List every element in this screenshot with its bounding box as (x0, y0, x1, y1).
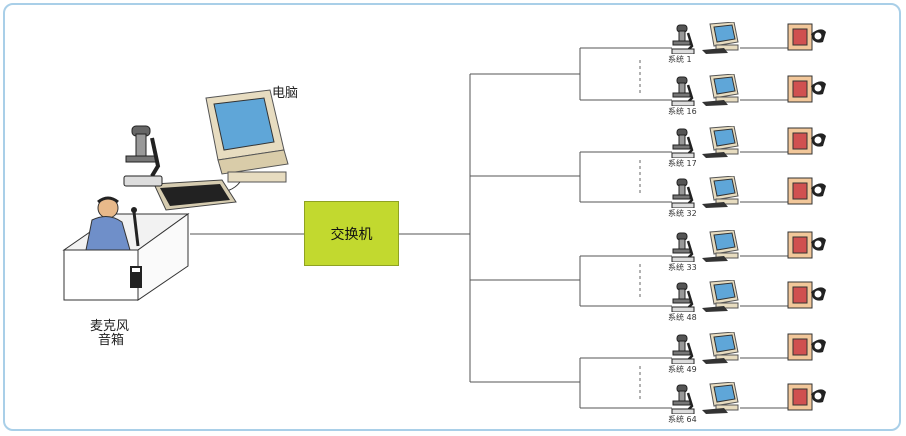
computer-icon (702, 382, 742, 418)
microscope-icon (670, 178, 696, 212)
system-label: 系统 1 (668, 54, 692, 65)
computer-icon (702, 126, 742, 162)
system-label: 系统 32 (668, 208, 697, 219)
microscope-icon (670, 282, 696, 316)
system-label: 系统 17 (668, 158, 697, 169)
microscope-icon (670, 128, 696, 162)
hand-panel-icon (787, 280, 827, 314)
computer-icon (702, 332, 742, 368)
computer-icon (702, 74, 742, 110)
hand-panel-icon (787, 230, 827, 264)
hand-panel-icon (787, 126, 827, 160)
hand-panel-icon (787, 176, 827, 210)
hand-panel-icon (787, 332, 827, 366)
microscope-icon (670, 76, 696, 110)
computer-icon (702, 230, 742, 266)
hand-panel-icon (787, 382, 827, 416)
computer-icon (702, 176, 742, 212)
system-label: 系统 49 (668, 364, 697, 375)
microscope-icon (670, 334, 696, 368)
system-label: 系统 16 (668, 106, 697, 117)
microscope-icon (118, 122, 168, 190)
microscope-icon (670, 24, 696, 58)
switch-label: 交换机 (331, 224, 373, 244)
microscope-icon (670, 384, 696, 418)
speaker-label: 音箱 (98, 329, 124, 348)
system-label: 系统 33 (668, 262, 697, 273)
teacher-icon (78, 196, 158, 252)
computer-icon (702, 280, 742, 316)
hand-panel-icon (787, 74, 827, 108)
switch-box: 交换机 (304, 201, 399, 266)
system-label: 系统 64 (668, 414, 697, 425)
computer-icon (702, 22, 742, 58)
microscope-icon (670, 232, 696, 266)
computer-label: 电脑 (272, 82, 298, 101)
system-label: 系统 48 (668, 312, 697, 323)
hand-panel-icon (787, 22, 827, 56)
